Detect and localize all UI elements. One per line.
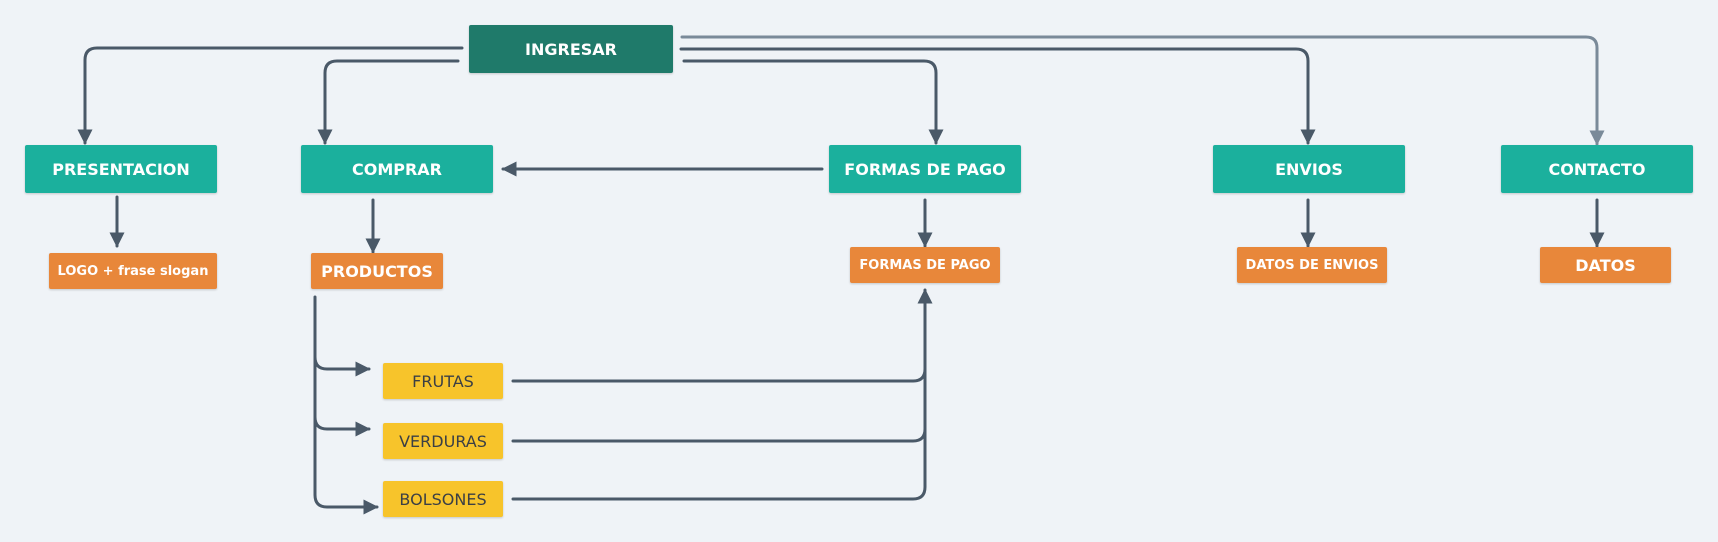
edge-productos-frutas xyxy=(313,295,371,377)
node-formas-de-pago: FORMAS DE PAGO xyxy=(829,145,1021,193)
node-envios: ENVIOS xyxy=(1213,145,1405,193)
edge-frutas-pago xyxy=(511,288,933,383)
edge-ingresar-envios xyxy=(679,47,1316,145)
edge-bolsones-pago xyxy=(511,427,927,501)
edge-ingresar-formas-pago xyxy=(682,59,944,145)
node-logo-slogan: LOGO + frase slogan xyxy=(49,253,217,289)
node-verduras: VERDURAS xyxy=(383,423,503,459)
edge-ingresar-presentacion xyxy=(77,46,464,145)
node-presentacion: PRESENTACION xyxy=(25,145,217,193)
node-ingresar: INGRESAR xyxy=(469,25,673,73)
node-datos: DATOS xyxy=(1540,247,1671,283)
node-bolsones: BOLSONES xyxy=(383,481,503,517)
node-contacto: CONTACTO xyxy=(1501,145,1693,193)
node-productos: PRODUCTOS xyxy=(311,253,443,289)
node-frutas: FRUTAS xyxy=(383,363,503,399)
edge-ingresar-comprar xyxy=(317,59,460,145)
node-datos-de-envios: DATOS DE ENVIOS xyxy=(1237,247,1387,283)
edge-productos-bolsones xyxy=(313,415,379,515)
edge-ingresar-contacto xyxy=(680,35,1605,146)
node-formas-de-pago-detalle: FORMAS DE PAGO xyxy=(850,247,1000,283)
node-comprar: COMPRAR xyxy=(301,145,493,193)
